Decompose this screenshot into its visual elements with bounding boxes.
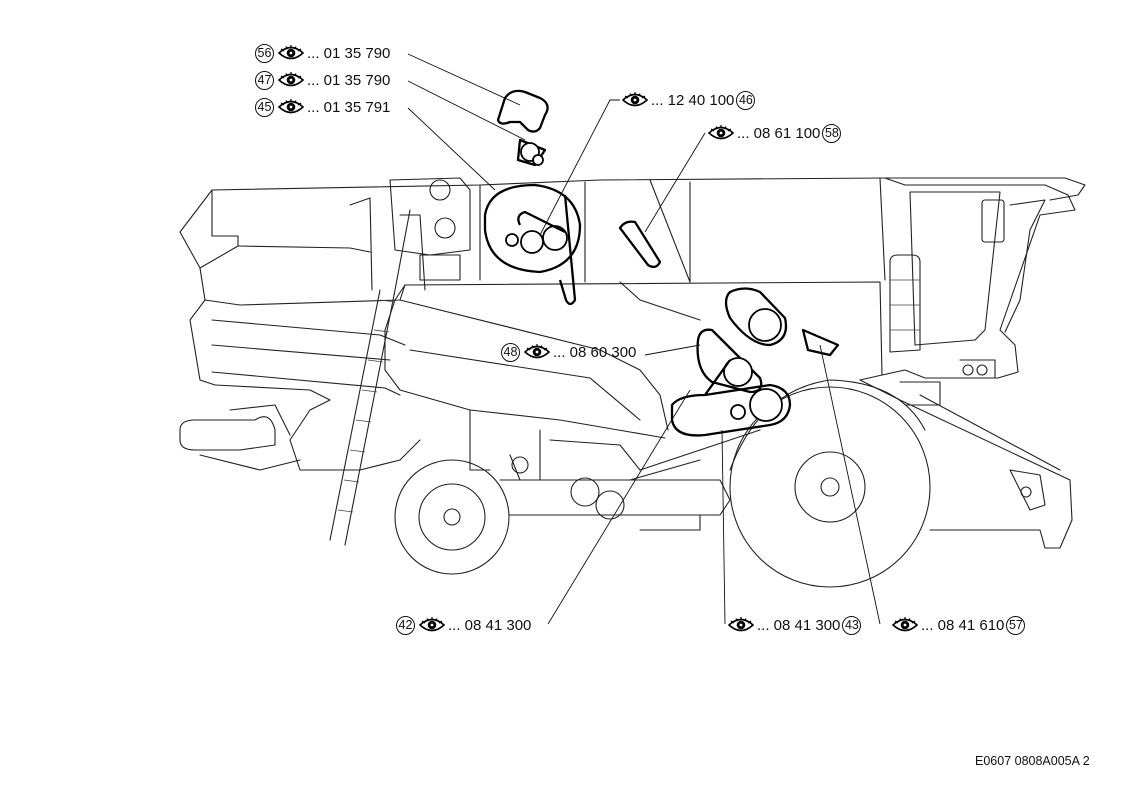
callout-number: 47	[255, 70, 274, 90]
callout-number: 45	[255, 97, 274, 117]
belts	[483, 89, 840, 437]
callout-code: ... 08 41 300	[757, 616, 841, 634]
eye-icon	[892, 617, 918, 632]
callout-46: ... 12 40 100 46	[620, 89, 757, 111]
callout-code: ... 08 41 300	[448, 616, 532, 634]
belt-57	[801, 328, 840, 357]
eye-icon	[419, 617, 445, 632]
leader-lines	[407, 53, 881, 625]
callout-number: 56	[255, 43, 274, 63]
callout-45: 45 ... 01 35 791	[253, 96, 390, 118]
callout-number: 58	[822, 123, 842, 143]
callout-58: ... 08 61 100 58	[706, 122, 843, 144]
eye-icon	[622, 92, 648, 107]
eye-icon	[278, 72, 304, 87]
callout-code: ... 01 35 791	[307, 98, 391, 116]
eye-icon	[524, 344, 550, 359]
eye-icon	[278, 99, 304, 114]
callout-43: ... 08 41 300 43	[726, 614, 863, 636]
callout-number: 48	[501, 342, 520, 362]
eye-icon	[278, 45, 304, 60]
belt-45	[483, 183, 582, 274]
belt-43	[704, 359, 731, 396]
callout-number: 42	[396, 615, 415, 635]
callout-number: 57	[1006, 615, 1026, 635]
callout-57: ... 08 41 610 57	[890, 614, 1027, 636]
callout-47: 47 ... 01 35 790	[253, 69, 390, 91]
belt-42	[670, 383, 792, 437]
eye-icon	[708, 125, 734, 140]
callout-code: ... 01 35 790	[307, 71, 391, 89]
callout-48: 48 ... 08 60 300	[499, 341, 636, 363]
eye-icon	[728, 617, 754, 632]
callout-code: ... 08 61 100	[737, 124, 821, 142]
belt-58	[618, 220, 662, 269]
belt-48	[696, 328, 763, 394]
drawing-reference: E0607 0808A005A 2	[975, 754, 1090, 768]
callout-56: 56 ... 01 35 790	[253, 42, 390, 64]
callout-code: ... 01 35 790	[307, 44, 391, 62]
callout-number: 43	[842, 615, 862, 635]
callout-42: 42 ... 08 41 300	[394, 614, 531, 636]
callout-code: ... 08 60 300	[553, 343, 637, 361]
callout-code: ... 08 41 610	[921, 616, 1005, 634]
belt-46	[558, 194, 577, 306]
callout-code: ... 12 40 100	[651, 91, 735, 109]
callout-number: 46	[736, 90, 756, 110]
harvester-body	[179, 177, 1086, 588]
belt-56	[496, 89, 549, 133]
belt-upper-right	[724, 287, 788, 347]
